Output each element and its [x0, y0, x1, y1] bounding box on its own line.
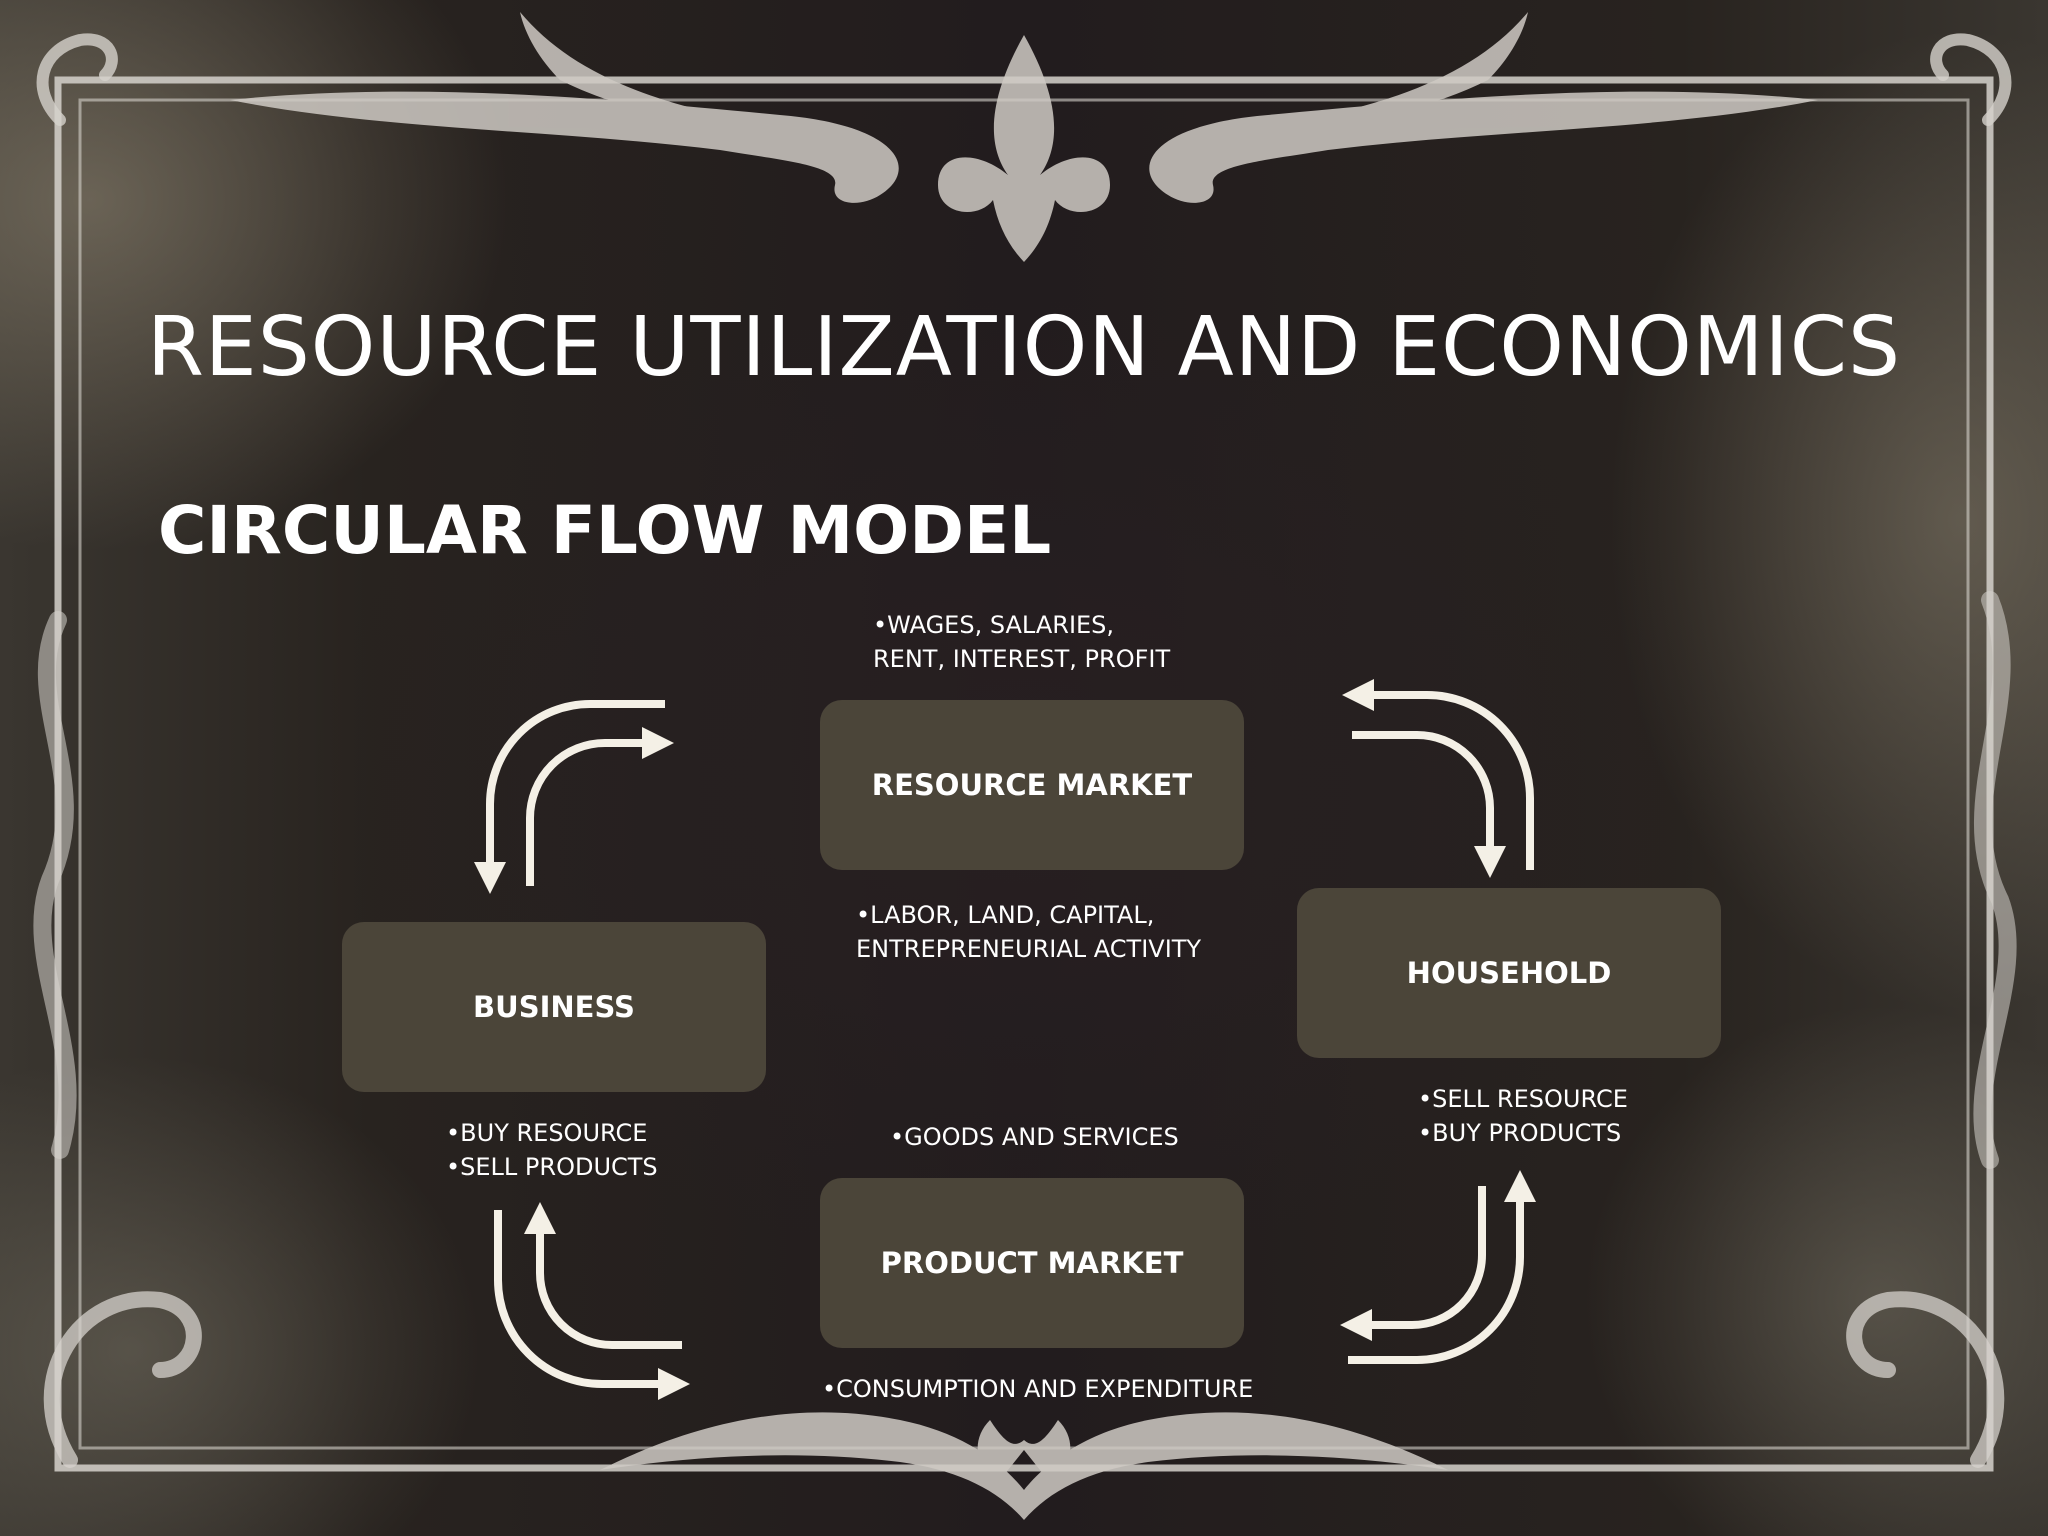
household-role-1: SELL RESOURCE: [1418, 1082, 1628, 1116]
resource-market-box: RESOURCE MARKET: [820, 700, 1244, 870]
arrow-bottom-right-outer: [1348, 1170, 1536, 1364]
wages-line-1: WAGES, SALARIES,: [873, 608, 1170, 642]
arrow-top-right-inner: [1352, 731, 1506, 878]
product-market-label: PRODUCT MARKET: [880, 1246, 1184, 1280]
arrow-top-left-outer: [474, 700, 665, 894]
arrow-top-left-inner: [526, 727, 674, 886]
consumption-line: CONSUMPTION AND EXPENDITURE: [822, 1372, 1253, 1406]
business-label: BUSINESS: [473, 990, 635, 1024]
household-roles-note: SELL RESOURCE BUY PRODUCTS: [1418, 1082, 1628, 1150]
household-box: HOUSEHOLD: [1297, 888, 1721, 1058]
resource-market-label: RESOURCE MARKET: [871, 768, 1193, 802]
slide-subtitle: CIRCULAR FLOW MODEL: [158, 492, 1052, 569]
wages-line-2: RENT, INTEREST, PROFIT: [873, 645, 1171, 673]
household-label: HOUSEHOLD: [1406, 956, 1612, 990]
business-box: BUSINESS: [342, 922, 766, 1092]
factors-line-1: LABOR, LAND, CAPITAL,: [856, 898, 1201, 932]
business-role-1: BUY RESOURCE: [446, 1116, 658, 1150]
business-role-2: SELL PRODUCTS: [446, 1150, 658, 1184]
factors-note: LABOR, LAND, CAPITAL, ENTREPRENEURIAL AC…: [856, 898, 1201, 966]
consumption-note: CONSUMPTION AND EXPENDITURE: [822, 1372, 1253, 1406]
slide-title: RESOURCE UTILIZATION AND ECONOMICS: [146, 300, 1902, 395]
arrow-bottom-left-inner: [524, 1202, 682, 1349]
business-roles-note: BUY RESOURCE SELL PRODUCTS: [446, 1116, 658, 1184]
wages-note: WAGES, SALARIES, RENT, INTEREST, PROFIT: [873, 608, 1170, 676]
product-market-box: PRODUCT MARKET: [820, 1178, 1244, 1348]
arrow-bottom-right-inner: [1340, 1186, 1486, 1341]
goods-line: GOODS AND SERVICES: [890, 1120, 1179, 1154]
goods-note: GOODS AND SERVICES: [890, 1120, 1179, 1154]
arrow-bottom-left-outer: [494, 1210, 690, 1400]
arrow-top-right-outer: [1342, 679, 1534, 870]
household-role-2: BUY PRODUCTS: [1418, 1116, 1628, 1150]
factors-line-2: ENTREPRENEURIAL ACTIVITY: [856, 935, 1202, 963]
